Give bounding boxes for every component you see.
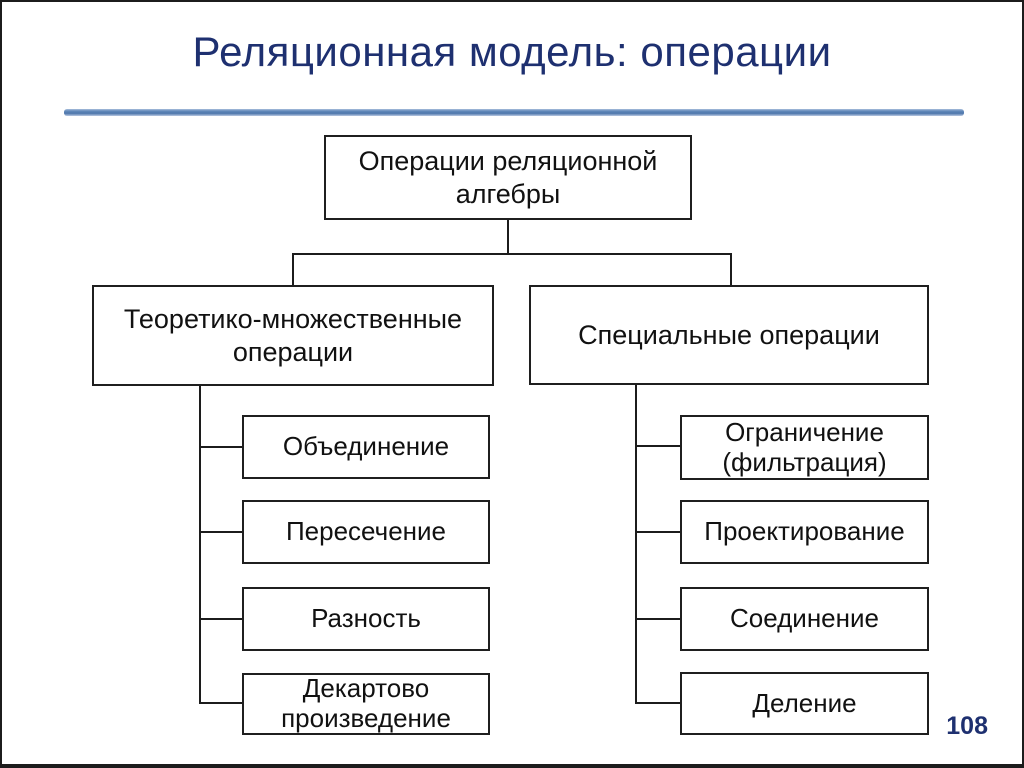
connector-right-stub-1	[635, 445, 680, 447]
node-join: Соединение	[680, 587, 929, 651]
connector-right-branch-drop	[730, 253, 732, 285]
page-title: Реляционная модель: операции	[192, 28, 832, 75]
node-projection: Проектирование	[680, 500, 929, 564]
node-cartesian-product: Декартово произведение	[242, 673, 490, 735]
node-projection-label: Проектирование	[704, 516, 905, 547]
connector-right-stub-2	[635, 531, 680, 533]
node-special-operations: Специальные операции	[529, 285, 929, 385]
node-intersection: Пересечение	[242, 500, 490, 564]
connector-right-stub-3	[635, 618, 680, 620]
connector-root-drop	[507, 220, 509, 255]
page-number: 108	[946, 712, 988, 740]
node-join-label: Соединение	[730, 603, 879, 634]
connector-left-trunk	[199, 386, 201, 704]
connector-left-stub-3	[199, 618, 242, 620]
title-divider-rule	[64, 109, 964, 116]
node-special-label: Специальные операции	[578, 319, 880, 350]
node-set-theoretic-operations: Теоретико-множественные операции	[92, 285, 494, 386]
node-root: Операции реляционной алгебры	[324, 135, 692, 220]
connector-main-horizontal	[292, 253, 732, 255]
connector-left-stub-1	[199, 446, 242, 448]
node-restriction-label: Ограничение (фильтрация)	[722, 416, 887, 477]
node-division: Деление	[680, 672, 929, 735]
node-union-label: Объединение	[282, 431, 450, 462]
node-restriction: Ограничение (фильтрация)	[680, 415, 929, 480]
node-set-theoretic-label: Теоретико-множественные операции	[123, 303, 463, 367]
node-intersection-label: Пересечение	[285, 516, 446, 547]
node-cartesian-product-label: Декартово произведение	[281, 673, 451, 733]
connector-left-stub-2	[199, 531, 242, 533]
node-division-label: Деление	[752, 687, 857, 718]
connector-right-trunk	[635, 385, 637, 704]
connector-left-branch-drop	[292, 253, 294, 285]
node-difference-label: Разность	[311, 603, 421, 634]
node-union: Объединение	[242, 415, 490, 479]
connector-right-stub-4	[635, 702, 680, 704]
node-root-label: Операции реляционной алгебры	[358, 145, 658, 209]
node-difference: Разность	[242, 587, 490, 651]
connector-left-stub-4	[199, 702, 242, 704]
